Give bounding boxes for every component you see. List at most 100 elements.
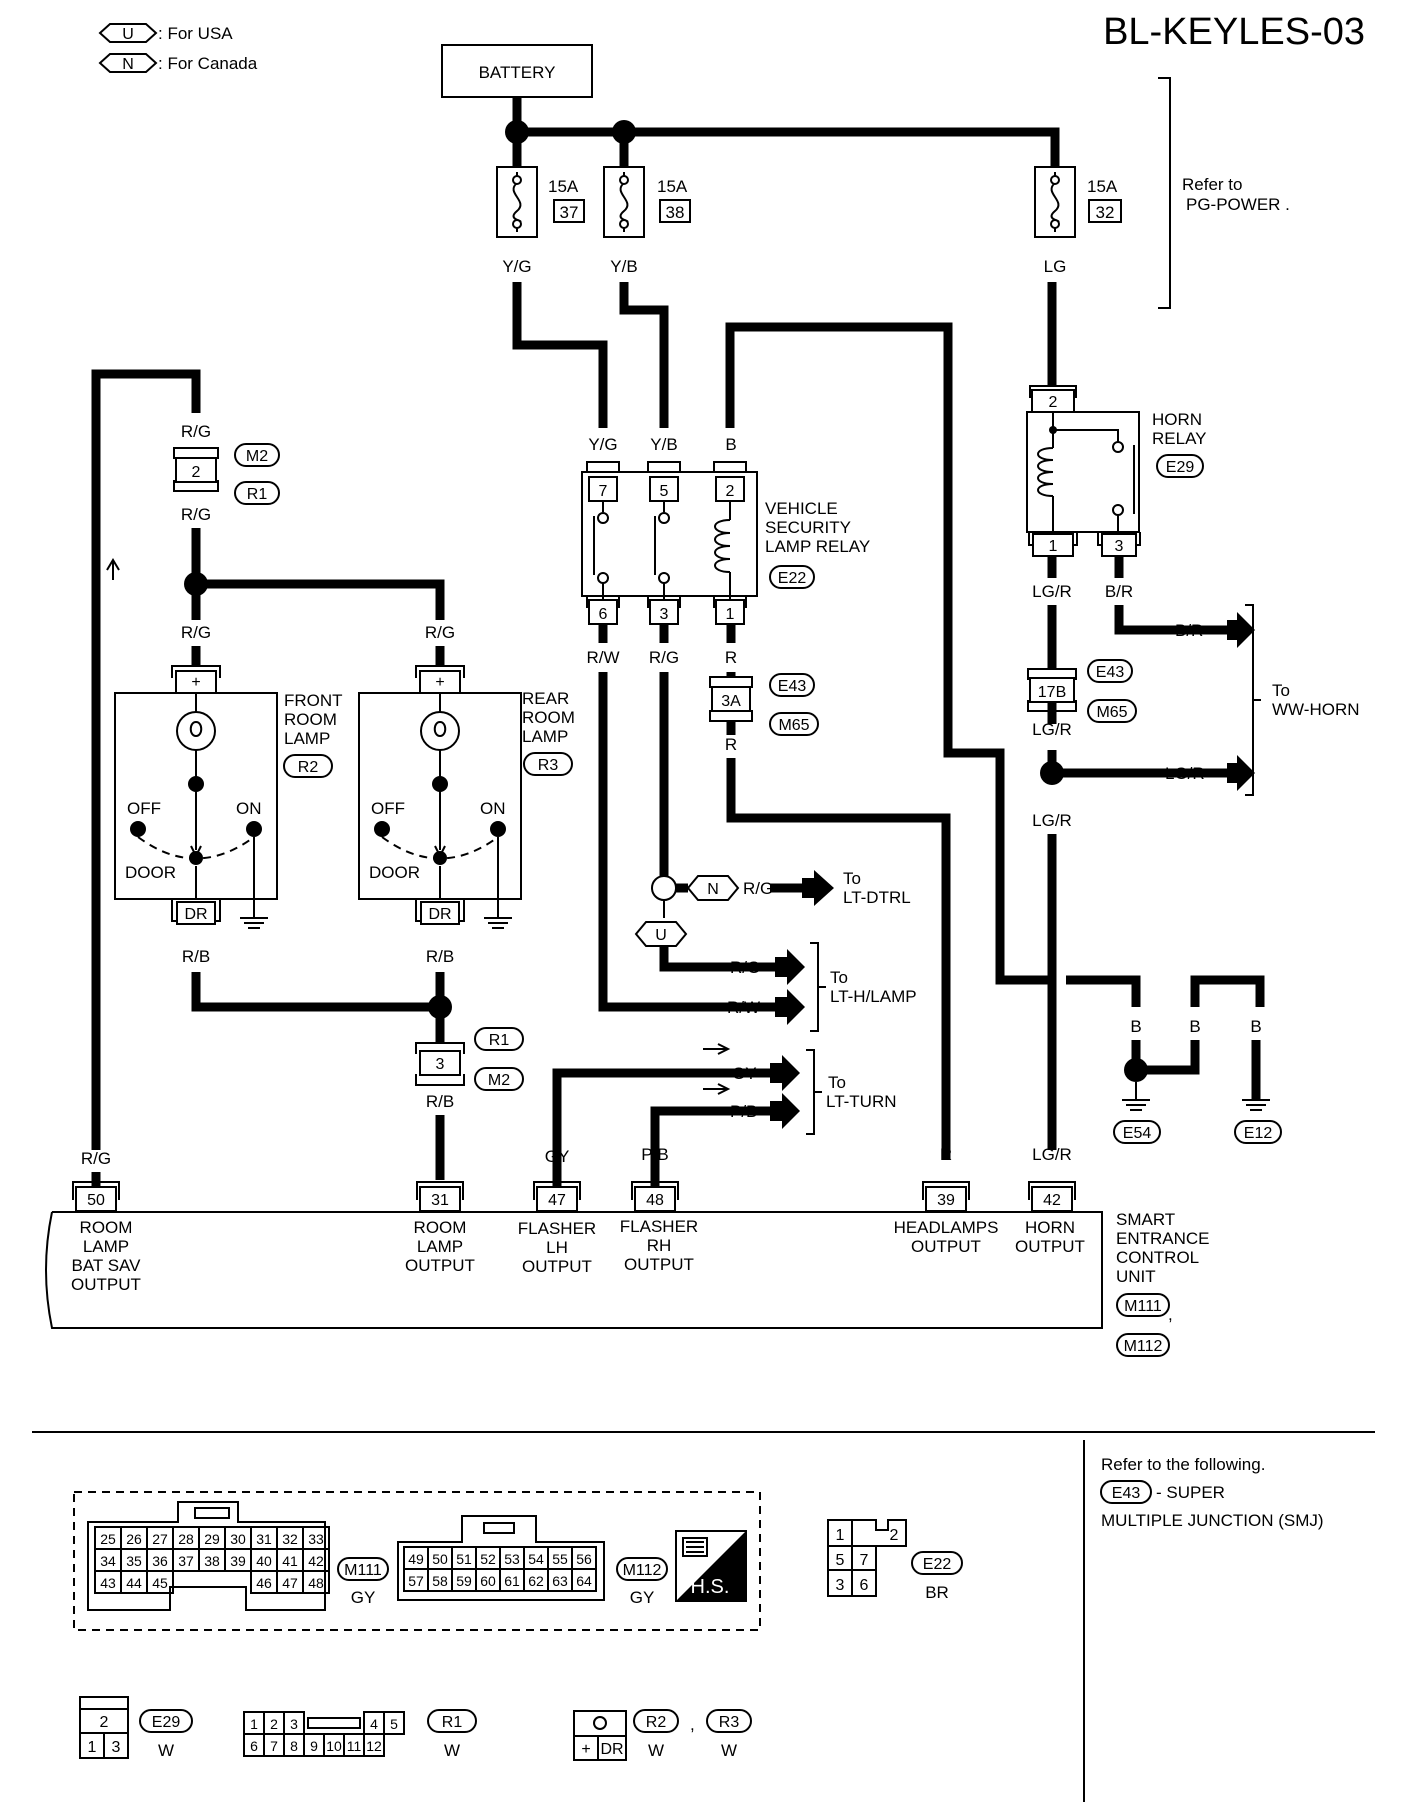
svg-text:HEADLAMPS: HEADLAMPS — [894, 1218, 999, 1237]
svg-text:W: W — [444, 1741, 460, 1760]
wire-rb-front — [191, 972, 440, 1012]
ground-rear-lamp-icon — [484, 899, 512, 929]
arrow-lt-dtrl — [802, 870, 834, 906]
wire-b-ground — [725, 322, 1055, 985]
wire-rg-rear — [196, 579, 445, 620]
svg-text:E43: E43 — [778, 678, 807, 695]
wire-rg-lthlamp — [659, 947, 775, 972]
connector-r2-r3-view: + DR — [573, 1710, 627, 1761]
svg-text:E22: E22 — [923, 1556, 952, 1573]
svg-text:15A: 15A — [657, 177, 688, 196]
lt-dtrl-branch: N R/G To LT-DTRL — [651, 869, 911, 918]
svg-text:LT-DTRL: LT-DTRL — [843, 888, 911, 907]
connector-r3-tag — [523, 752, 573, 776]
svg-text:LH: LH — [546, 1238, 568, 1257]
connector-pin-number: 52 — [480, 1551, 496, 1567]
svg-text:Y/B: Y/B — [650, 435, 677, 454]
connector-pin-number: 49 — [408, 1551, 424, 1567]
svg-text:LAMP: LAMP — [522, 727, 568, 746]
svg-text:W: W — [721, 1741, 737, 1760]
connector-pin-cell — [571, 1568, 597, 1592]
svg-text:R/W: R/W — [586, 648, 619, 667]
svg-text:R/G: R/G — [743, 879, 773, 898]
relay-name-3: LAMP RELAY — [765, 537, 870, 556]
svg-text:BAT SAV: BAT SAV — [72, 1256, 142, 1275]
svg-text:GY: GY — [732, 1064, 757, 1083]
svg-text:15A: 15A — [548, 177, 579, 196]
usa-symbol — [98, 23, 158, 43]
svg-text:B: B — [1250, 1017, 1261, 1036]
svg-text:R1: R1 — [489, 1032, 510, 1049]
svg-text:LG/R: LG/R — [1032, 1145, 1072, 1164]
harness-connector-group — [73, 1491, 761, 1631]
secu-box — [45, 1211, 1103, 1329]
svg-text:3: 3 — [836, 1577, 845, 1594]
svg-text:ROOM: ROOM — [522, 708, 575, 727]
svg-text:Y/G: Y/G — [588, 435, 617, 454]
splice-rb — [428, 995, 452, 1019]
arrow-ltturn-gy — [770, 1055, 800, 1091]
connector-m111-view-tag — [337, 1557, 389, 1581]
svg-text:31: 31 — [431, 1192, 449, 1209]
svg-text:1: 1 — [1049, 538, 1058, 555]
svg-text:LAMP: LAMP — [83, 1237, 129, 1256]
connector-pin-number: 33 — [308, 1531, 324, 1547]
front-room-lamp: + OFF ON DOOR DR — [114, 665, 278, 929]
svg-text:WW-HORN: WW-HORN — [1272, 700, 1360, 719]
secu-terminals: 50 31 47 48 39 42 — [72, 1181, 1076, 1212]
connector-m65-tag-3a — [769, 712, 819, 736]
svg-text:R/G: R/G — [425, 623, 455, 642]
svg-text:2: 2 — [192, 464, 201, 481]
svg-text:HORN: HORN — [1025, 1218, 1075, 1237]
svg-text:R/W: R/W — [727, 998, 760, 1017]
arrow-ltturn-pb — [770, 1093, 800, 1129]
connector-pin-number: 56 — [576, 1551, 592, 1567]
svg-text:R/G: R/G — [181, 505, 211, 524]
connector-pin-number: 29 — [204, 1531, 220, 1547]
svg-text:Y/G: Y/G — [502, 257, 531, 276]
connector-pin-number: 5 — [390, 1716, 398, 1732]
connector-e43-tag-17b — [1087, 659, 1133, 683]
r1-lock — [307, 1717, 361, 1729]
arrow-wwhorn-br — [1227, 612, 1255, 648]
connector-pin-number: 3 — [290, 1716, 298, 1732]
svg-text:R2: R2 — [298, 759, 319, 776]
connector-pin-number: 54 — [528, 1551, 544, 1567]
svg-text:E43: E43 — [1112, 1485, 1141, 1502]
svg-text:DR: DR — [428, 906, 451, 923]
connector-pin-number: 62 — [528, 1573, 544, 1589]
svg-text:OFF: OFF — [371, 799, 405, 818]
svg-text:R/G: R/G — [81, 1149, 111, 1168]
connector-pin-number: 47 — [282, 1575, 298, 1591]
connector-pin-number: 64 — [576, 1573, 592, 1589]
svg-text:48: 48 — [646, 1192, 664, 1209]
arrow-lthlamp-rw — [775, 989, 805, 1025]
connector-e29-view: 2 1 3 — [79, 1696, 129, 1759]
refer-following-text: Refer to the following. — [1101, 1455, 1265, 1474]
connector-e43-tag-ref — [1100, 1480, 1152, 1504]
svg-text:M111: M111 — [344, 1562, 382, 1579]
connector-pin-number: 48 — [308, 1575, 324, 1591]
svg-text:R/G: R/G — [649, 648, 679, 667]
connector-pin-number: 57 — [408, 1573, 424, 1589]
svg-text:M111: M111 — [1124, 1298, 1162, 1315]
connector-pin-number: 61 — [504, 1573, 520, 1589]
wire-yb — [619, 282, 669, 428]
connector-e29-view-tag — [139, 1709, 193, 1733]
joint-17b: 17B — [1027, 668, 1077, 712]
arrow-lthlamp-rg — [775, 949, 805, 985]
connector-pin-number: 9 — [310, 1738, 318, 1754]
connector-pin-number: 53 — [504, 1551, 520, 1567]
svg-text:E29: E29 — [1166, 459, 1195, 476]
ground-e54-tag — [1113, 1120, 1161, 1144]
svg-text:,: , — [1168, 1305, 1173, 1324]
wire-yg — [512, 282, 608, 428]
wire-b-e12-top — [1190, 975, 1265, 1007]
bracket-lthlamp — [810, 942, 826, 1032]
wire-r-headlamp — [726, 624, 951, 1160]
connector-pin-number: 58 — [432, 1573, 448, 1589]
connector-pin-number: 2 — [270, 1716, 278, 1732]
bracket-wwhorn — [1245, 604, 1261, 796]
svg-text:- SUPER: - SUPER — [1156, 1483, 1225, 1502]
connector-e22-view: 1 2 5 7 3 6 — [827, 1519, 907, 1597]
